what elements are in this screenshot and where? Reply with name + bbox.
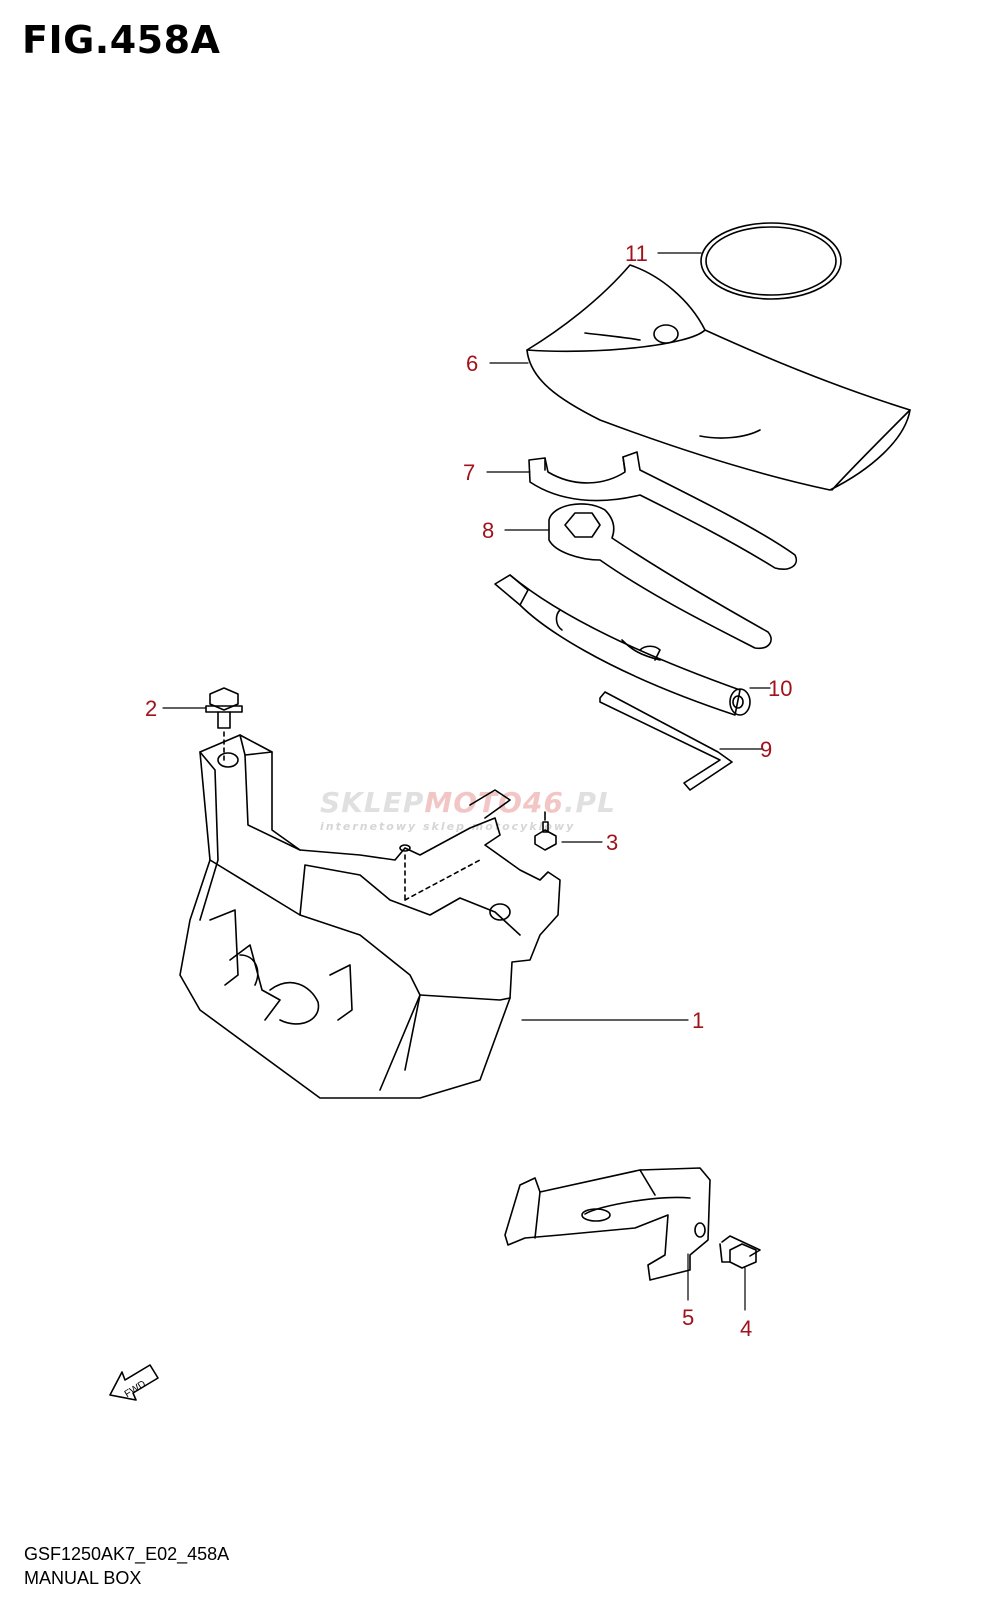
callout-6: 6 xyxy=(466,351,479,376)
part-4-bolt xyxy=(719,1235,761,1269)
fwd-arrow-icon xyxy=(109,1364,159,1401)
part-9-hex-key xyxy=(599,691,733,791)
callout-4: 4 xyxy=(740,1316,753,1341)
part-5-bracket xyxy=(504,1167,711,1281)
callout-5: 5 xyxy=(682,1305,695,1330)
part-3-screw xyxy=(534,811,557,851)
callout-1: 1 xyxy=(692,1008,705,1033)
part-11-ring xyxy=(700,222,842,300)
part-7-spanner xyxy=(528,451,797,570)
watermark-logo: SKLEPMOTO46.PL xyxy=(320,786,616,819)
callout-9: 9 xyxy=(760,737,773,762)
part-10-socket-tool xyxy=(494,574,751,716)
footer-caption: MANUAL BOX xyxy=(24,1568,142,1588)
callout-3: 3 xyxy=(606,830,619,855)
part-2-bolt xyxy=(205,687,243,761)
part-1-manual-box xyxy=(179,734,561,1099)
figure-title: FIG.458A xyxy=(22,18,221,62)
callout-10: 10 xyxy=(768,676,793,701)
part-8-ring-spanner xyxy=(548,503,772,650)
footer-code: GSF1250AK7_E02_458A xyxy=(24,1544,230,1564)
callout-7: 7 xyxy=(463,460,476,485)
part-6-tool-bag xyxy=(526,264,911,491)
callout-8: 8 xyxy=(482,518,495,543)
callout-11: 11 xyxy=(625,241,648,266)
callout-2: 2 xyxy=(145,696,158,721)
leader-lines xyxy=(162,252,771,1311)
watermark-subtitle: internetowy sklep motocyklowy xyxy=(320,820,576,833)
